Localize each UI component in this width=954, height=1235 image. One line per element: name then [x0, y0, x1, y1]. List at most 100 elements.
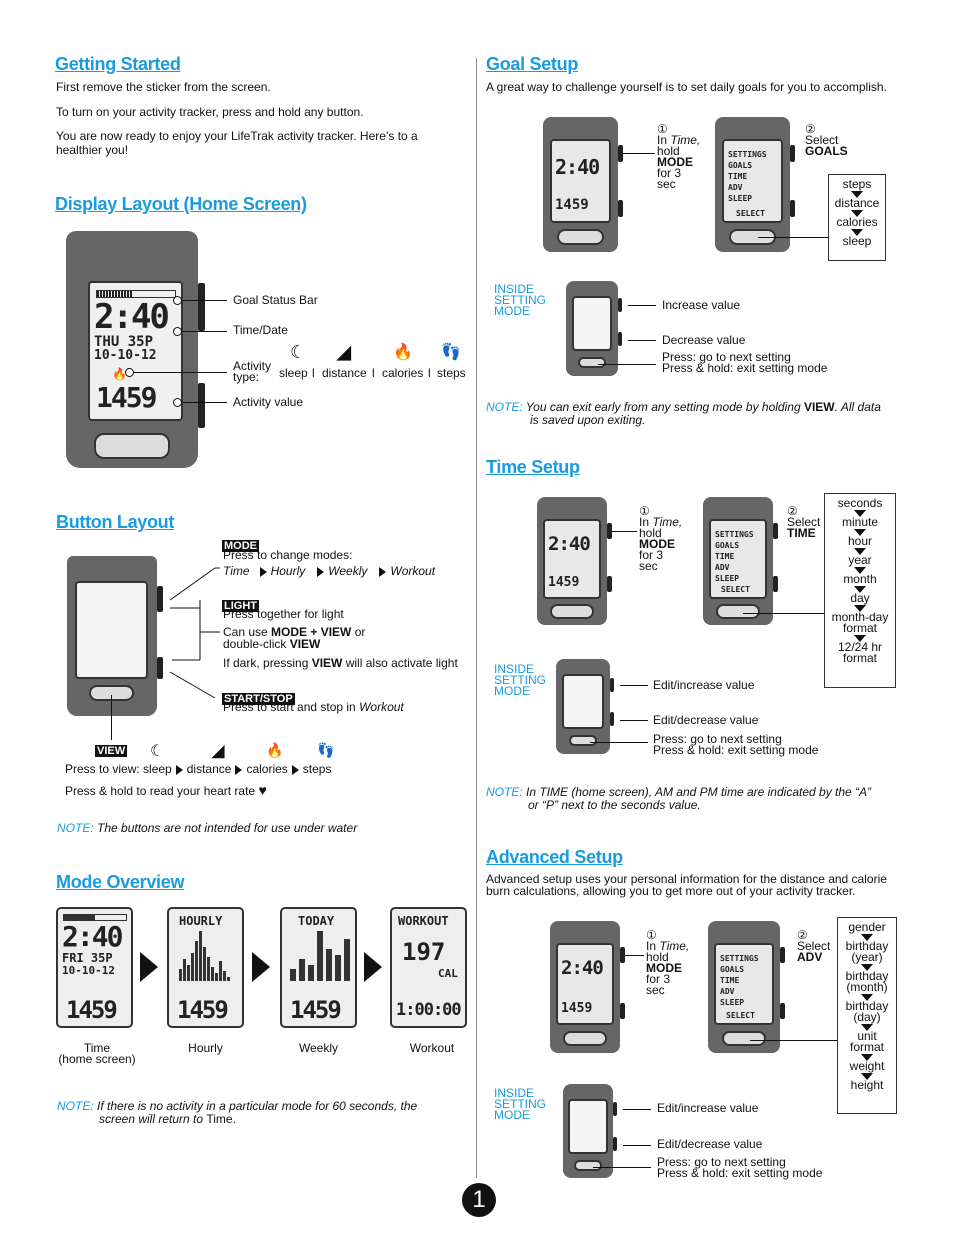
press-leader [598, 364, 656, 365]
goal-inside-device [566, 281, 618, 376]
goal-status-bar [63, 914, 127, 921]
goal-options-box: steps distance calories sleep [828, 174, 886, 261]
getting-started-p3: You are now ready to enjoy your LifeTrak… [56, 129, 418, 157]
time-device-1-button[interactable] [550, 604, 594, 619]
moon-icon: ☾ [150, 743, 165, 760]
adv-device-1-start[interactable] [620, 1003, 625, 1019]
adv-inside-mode[interactable] [613, 1102, 617, 1116]
time-device-2-start[interactable] [773, 576, 778, 592]
view-tag: VIEW [95, 745, 128, 757]
adv-device-2-button[interactable] [722, 1031, 766, 1046]
getting-started-p2: To turn on your activity tracker, press … [56, 105, 364, 119]
lcd-value-small: 1459 [548, 575, 580, 590]
mode-label-weekly: Weekly [298, 1041, 339, 1055]
goal-inside-button[interactable] [578, 357, 606, 368]
adv-device-1-mode[interactable] [620, 947, 625, 963]
time-date-leader [182, 331, 227, 332]
heart-icon: ♥ [258, 782, 267, 798]
goal-select-label: SELECT [736, 209, 765, 218]
adv-select-label: SELECT [726, 1011, 755, 1020]
time-note: NOTE: In TIME (home screen), AM and PM t… [486, 785, 872, 812]
time-press-leader [590, 742, 648, 743]
mode-side-button[interactable] [198, 283, 205, 331]
mode-screen-weekly: TODAY 1459 [280, 907, 357, 1028]
sep-1: l [312, 366, 315, 380]
activity-type-steps: steps [437, 366, 466, 380]
button-note: NOTE: The buttons are not intended for u… [57, 821, 358, 835]
mode-time-bottom: 1459 [66, 996, 118, 1024]
goal-device-1-start[interactable] [618, 200, 623, 217]
mode-arrow-1 [140, 952, 158, 982]
goal-inside-screen [572, 296, 612, 351]
footsteps-icon: 👣 [441, 344, 461, 361]
startstop-btn-small[interactable] [157, 657, 163, 679]
lcd-time-small: 2:40 [548, 533, 591, 555]
goal-options-leader [758, 237, 828, 238]
mode-workout-header: WORKOUT [398, 914, 449, 928]
flame-icon: 🔥 [266, 742, 284, 758]
time-inside-mode[interactable] [610, 678, 614, 692]
view-button[interactable] [94, 433, 170, 459]
goal-inside-mode[interactable] [618, 298, 622, 312]
time-step1-leader [612, 531, 637, 532]
mode-arrow-2 [252, 952, 270, 982]
lcd-day: THU 35P [94, 334, 154, 350]
mode-hourly-header: HOURLY [179, 914, 223, 928]
goal-inside-start[interactable] [618, 332, 622, 346]
getting-started-p1: First remove the sticker from the screen… [56, 80, 271, 94]
adv-increase: Edit/increase value [657, 1101, 759, 1115]
lcd-value: 1459 [96, 381, 157, 414]
goal-device-2-mode[interactable] [790, 145, 795, 162]
time-inside-start[interactable] [610, 712, 614, 726]
adv-decrease: Edit/decrease value [657, 1137, 763, 1151]
goal-device-1-button[interactable] [557, 229, 604, 245]
activity-value-label: Activity value [233, 395, 304, 409]
adv-device-1-screen: 2:40 1459 [556, 943, 614, 1025]
time-device-1-mode[interactable] [607, 523, 612, 539]
goal-increase: Increase value [662, 298, 741, 312]
adv-inside-button[interactable] [574, 1160, 602, 1171]
time-inside-screen [562, 674, 604, 729]
lcd-value-small: 1459 [555, 197, 589, 213]
goal-status-bar [96, 290, 176, 298]
activity-type-label: Activity type: [233, 359, 272, 384]
time-device-2-button[interactable] [716, 604, 760, 619]
button-layout-screen [75, 581, 148, 679]
time-inside-button[interactable] [569, 735, 597, 746]
adv-inside-screen [568, 1099, 608, 1154]
time-device-1: 2:40 1459 [537, 497, 607, 625]
mode-weekly-bottom: 1459 [290, 996, 342, 1024]
time-device-1-start[interactable] [607, 576, 612, 592]
activity-type-leader [134, 372, 227, 373]
mode-screen-workout: WORKOUT 197 CAL 1:00:00 [390, 907, 467, 1028]
goal-device-2-start[interactable] [790, 200, 795, 217]
goal-device-1-mode[interactable] [618, 145, 623, 162]
adv-increase-leader [623, 1109, 651, 1110]
moon-icon: ☾ [290, 342, 307, 362]
adv-inside-start[interactable] [613, 1137, 617, 1151]
adv-device-2-start[interactable] [780, 1003, 785, 1019]
adv-inside-device [563, 1084, 613, 1178]
mode-label-hourly: Hourly [188, 1041, 223, 1055]
mode-workout-big: 197 [402, 938, 446, 966]
sep-2: l [372, 366, 375, 380]
time-device-2-mode[interactable] [773, 523, 778, 539]
adv-device-1-button[interactable] [563, 1031, 607, 1046]
mode-time-line3: 10-10-12 [62, 964, 115, 977]
activity-type-dot [125, 368, 134, 377]
mode-btn-small[interactable] [157, 586, 163, 612]
mode-overview-title: Mode Overview [56, 872, 185, 892]
adv-device-2-mode[interactable] [780, 947, 785, 963]
startstop-side-button[interactable] [198, 383, 205, 428]
time-decrease: Edit/decrease value [653, 713, 759, 727]
adv-device-1: 2:40 1459 [550, 921, 620, 1053]
